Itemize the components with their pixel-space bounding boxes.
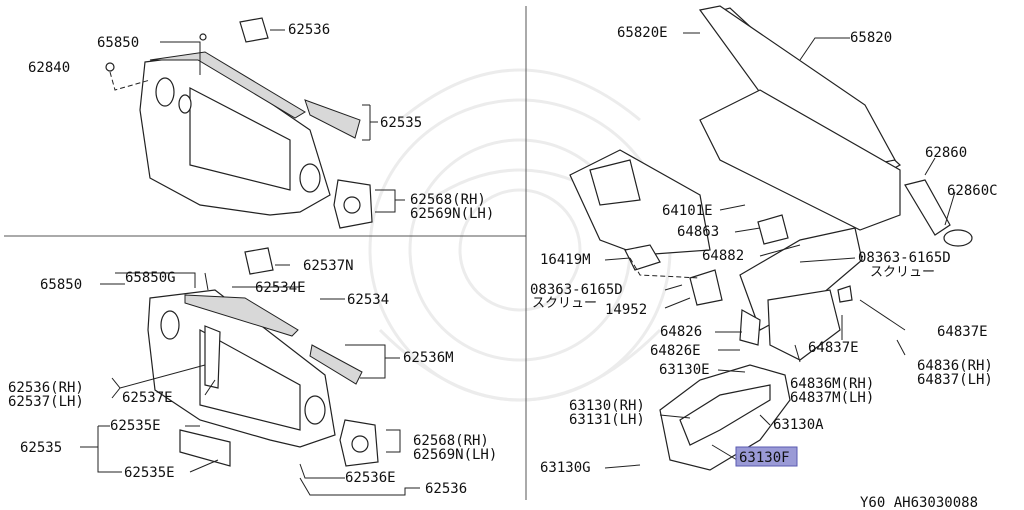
- callout-62537-lh: 62537(LH): [8, 394, 84, 410]
- callout-65850g: 65850G: [125, 270, 176, 286]
- callout-64837m-lh: 64837M(LH): [790, 390, 874, 406]
- footer-code: Y60 AH63030088: [860, 495, 978, 510]
- callout-65850: 65850: [97, 35, 139, 51]
- callout-62569n-lh: 62569N(LH): [410, 206, 494, 222]
- callout-62840: 62840: [28, 60, 70, 76]
- callout-64837-lh: 64837(LH): [917, 372, 993, 388]
- radiator-core-support-top: [105, 17, 373, 229]
- callout-14952: 14952: [605, 302, 647, 318]
- callout-65820: 65820: [850, 30, 892, 46]
- callout-62568-rh: 62568(RH): [410, 192, 486, 208]
- callout-62534e: 62534E: [255, 280, 306, 296]
- leaders-right: [604, 32, 956, 469]
- callout-62536e: 62536E: [345, 470, 396, 486]
- hood-and-apron: [569, 5, 973, 471]
- callout-screw-a: スクリュー: [870, 265, 935, 280]
- callout-64101e: 64101E: [662, 203, 713, 219]
- callout-64826e: 64826E: [650, 343, 701, 359]
- callout-63130e: 63130E: [659, 362, 710, 378]
- highlight-box: [735, 446, 798, 467]
- callout-63130g: 63130G: [540, 460, 591, 476]
- callout-62535-b: 62535: [20, 440, 62, 456]
- callout-63130f[interactable]: 63130F: [739, 450, 790, 466]
- callout-62569n-lh-b: 62569N(LH): [413, 447, 497, 463]
- callout-63130-rh: 63130(RH): [569, 398, 645, 414]
- callout-62860c: 62860C: [947, 183, 998, 199]
- callout-62535e-b: 62535E: [124, 465, 175, 481]
- callout-08363-a: 08363-6165D: [858, 250, 951, 266]
- callout-64837e-a: 64837E: [808, 340, 859, 356]
- radiator-core-support-bottom: [147, 247, 379, 467]
- callout-62536-rh: 62536(RH): [8, 380, 84, 396]
- callout-63130a: 63130A: [773, 417, 824, 433]
- callout-64836-rh: 64836(RH): [917, 358, 993, 374]
- callout-64836m-rh: 64836M(RH): [790, 376, 874, 392]
- callout-62534: 62534: [347, 292, 389, 308]
- callout-62535e-a: 62535E: [110, 418, 161, 434]
- callout-16419m: 16419M: [540, 252, 591, 268]
- leaders-top-left: [109, 29, 405, 213]
- callout-62535: 62535: [380, 115, 422, 131]
- callout-08363-b: 08363-6165D: [530, 282, 623, 298]
- callout-64863: 64863: [677, 224, 719, 240]
- leaders-bottom-left: [80, 264, 420, 496]
- callout-62568-rh-b: 62568(RH): [413, 433, 489, 449]
- callout-62536-b: 62536: [425, 481, 467, 497]
- callout-64826: 64826: [660, 324, 702, 340]
- callout-65820e: 65820E: [617, 25, 668, 41]
- callout-62860: 62860: [925, 145, 967, 161]
- callout-65850-b: 65850: [40, 277, 82, 293]
- callout-62536: 62536: [288, 22, 330, 38]
- callout-62536m: 62536M: [403, 350, 454, 366]
- callout-64882: 64882: [702, 248, 744, 264]
- callout-63131-lh: 63131(LH): [569, 412, 645, 428]
- callout-62537e: 62537E: [122, 390, 173, 406]
- callout-screw-b: スクリュー: [532, 296, 597, 311]
- callout-62537n: 62537N: [303, 258, 354, 274]
- callout-64837e-b: 64837E: [937, 324, 988, 340]
